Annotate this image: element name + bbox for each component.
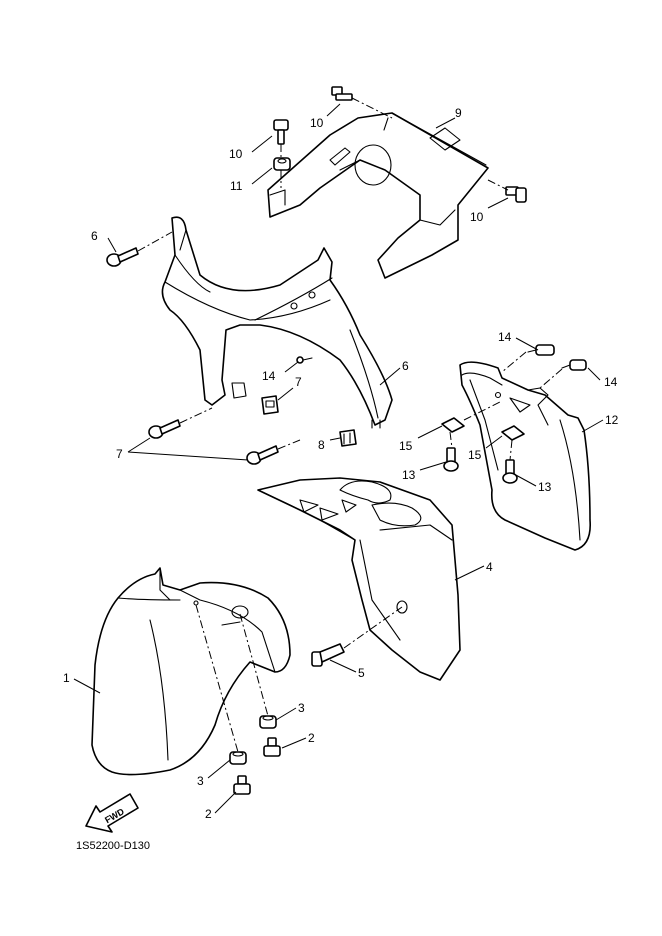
part-8-clip-lower [339,429,357,447]
callout-11: 11 [230,179,243,193]
callout-5: 5 [358,666,365,680]
part-12-side-cover [459,361,592,551]
part-15-nut-left [441,417,465,433]
callout-14-right: 14 [604,375,618,389]
callout-13-left: 13 [402,468,416,482]
part-3-nut-upper [259,715,277,729]
part-7-screw-middle [148,419,181,439]
part-14-screw-right [561,359,587,371]
part-7-screw-upper [106,247,139,267]
callout-15-right: 15 [468,448,482,462]
callout-6: 6 [402,359,409,373]
callout-9: 9 [455,106,462,120]
callout-14-top: 14 [498,330,512,344]
part-10-bolt-left [273,119,289,145]
callout-13-right: 13 [538,480,552,494]
callout-15-left: 15 [399,439,413,453]
callout-2-upper: 2 [308,731,315,745]
part-14-screw-top [527,344,555,356]
callout-10-right: 10 [470,210,484,224]
callout-3-lower: 3 [197,774,204,788]
part-9-bracket [267,112,489,279]
part-10-bolt-top [331,86,353,101]
part-2-bolt-lower [233,775,251,795]
part-3-nut-lower [229,751,247,765]
callout-8-upper: 7 [295,375,302,389]
callout-10-top: 10 [310,116,324,130]
assembly-lines [137,97,563,753]
part-8-clip-upper [261,395,279,415]
part-14-screw-left [296,356,313,364]
part-2-bolt-upper [263,737,281,757]
callout-3-upper: 3 [298,701,305,715]
callout-14-left: 14 [262,369,276,383]
part-13-bolt-left [443,447,459,472]
drawing-code: 1S52200-D130 [76,840,150,852]
part-6-front-cover [161,216,393,429]
hardware [106,86,587,795]
callout-7-upper: 6 [91,229,98,243]
part-15-nut-right [501,425,525,441]
part-11-nut [273,157,291,171]
callout-1: 1 [63,671,70,685]
part-10-bolt-right [505,186,527,203]
callout-2-lower: 2 [205,807,212,821]
callout-7-lower: 7 [116,447,123,461]
callout-4: 4 [486,560,493,574]
leader-lines [73,103,604,814]
part-7-screw-lower [246,445,279,465]
part-5-bolt [311,643,345,667]
callout-labels: 10 9 10 11 10 6 14 7 6 14 14 12 7 8 15 1… [63,106,619,821]
callout-12: 12 [605,413,619,427]
callout-8-lower: 8 [318,438,325,452]
fwd-arrow-icon: FWD [85,793,139,833]
callout-10-left: 10 [229,147,243,161]
part-1-front-fender [91,567,291,776]
part-4-inner-cover [257,477,461,681]
